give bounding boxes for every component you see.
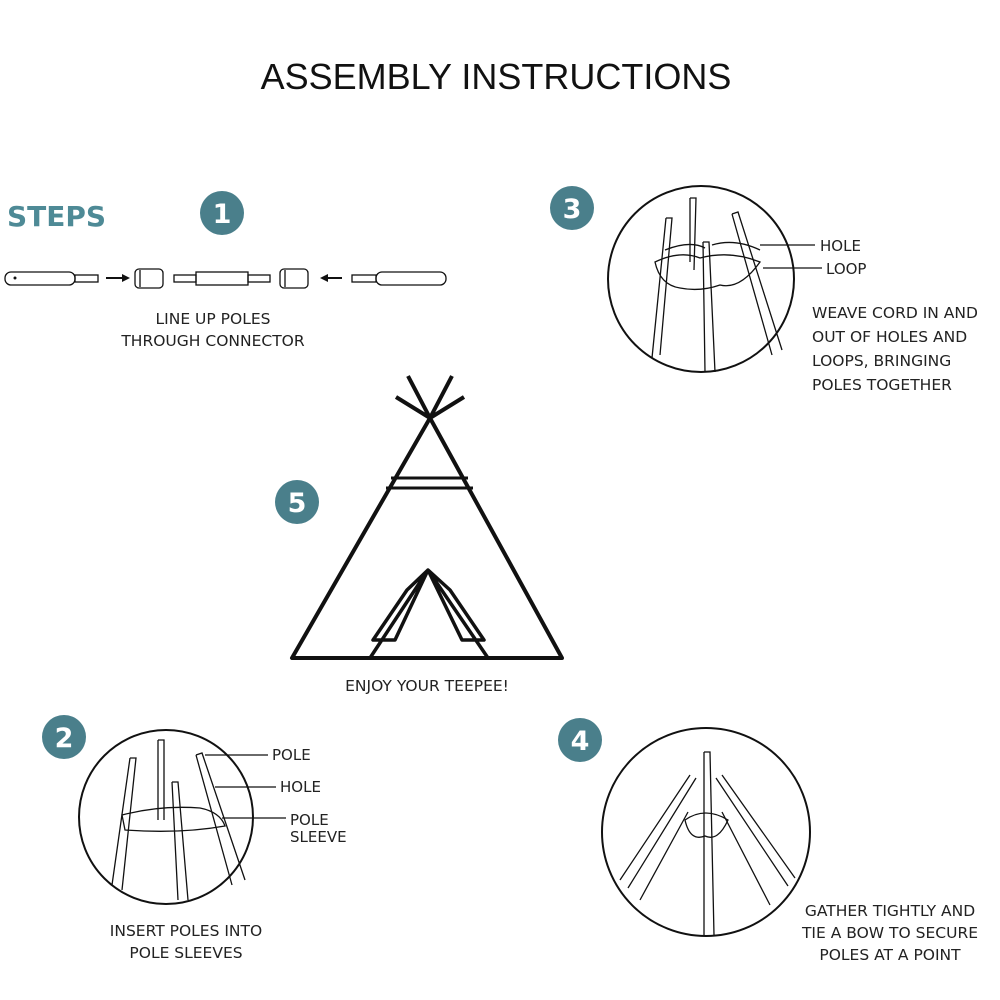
step-4-detail-circle: [601, 727, 811, 937]
pole-sleeve-label-line-1: POLE: [290, 811, 329, 829]
step-badge-2: 2: [42, 715, 86, 759]
pole-label: POLE: [272, 746, 311, 764]
step-badge-1: 1: [200, 191, 244, 235]
poles-cord-illustration: [651, 197, 822, 373]
step-3-caption-line-2: OUT OF HOLES AND: [812, 328, 967, 346]
step-5: 5 ENJOY YOUR TEEPEE!: [275, 375, 564, 695]
svg-text:1: 1: [213, 199, 232, 230]
teepee-illustration: [290, 375, 564, 660]
step-2: 2 POLE HOLE POLE SLEEVE INSERT POLES INT…: [42, 715, 347, 962]
step-1: 1 LINE UP POLES THROUGH CONNECTOR: [4, 191, 447, 350]
step-2-detail-circle: [78, 729, 254, 905]
step-1-caption-line-1: LINE UP POLES: [156, 310, 271, 328]
tied-poles-illustration: [619, 751, 796, 936]
page-title: ASSEMBLY INSTRUCTIONS: [261, 56, 732, 97]
step-badge-3: 3: [550, 186, 594, 230]
svg-text:5: 5: [288, 488, 307, 519]
poles-sleeves-illustration: [111, 739, 286, 901]
steps-heading: STEPS: [7, 200, 106, 233]
svg-text:4: 4: [571, 726, 590, 757]
pole-sleeve-label-line-2: SLEEVE: [290, 828, 347, 846]
step-2-caption-line-2: POLE SLEEVES: [129, 944, 242, 962]
loop-label: LOOP: [826, 260, 866, 278]
step-2-caption-line-1: INSERT POLES INTO: [110, 922, 262, 940]
step-3: 3 HOLE LOOP WEAVE CORD IN AND OUT OF HOL…: [550, 185, 978, 394]
step-badge-4: 4: [558, 718, 602, 762]
step-4-caption-line-2: TIE A BOW TO SECURE: [801, 924, 978, 942]
step-5-caption: ENJOY YOUR TEEPEE!: [345, 677, 509, 695]
step-badge-5: 5: [275, 480, 319, 524]
step-1-caption-line-2: THROUGH CONNECTOR: [120, 332, 305, 350]
step-3-caption-line-4: POLES TOGETHER: [812, 376, 952, 394]
svg-text:2: 2: [55, 723, 74, 754]
hole-label: HOLE: [280, 778, 321, 796]
svg-text:3: 3: [563, 194, 582, 225]
step-4-caption-line-3: POLES AT A POINT: [819, 946, 961, 964]
step-4-caption-line-1: GATHER TIGHTLY AND: [805, 902, 975, 920]
hole-label: HOLE: [820, 237, 861, 255]
step-4: 4 GATHER TIGHTLY AND TIE A BOW TO SECURE…: [558, 718, 978, 964]
pole-connector-illustration: [4, 268, 447, 289]
step-3-detail-circle: [607, 185, 795, 373]
step-3-caption-line-3: LOOPS, BRINGING: [812, 352, 951, 370]
step-3-caption-line-1: WEAVE CORD IN AND: [812, 304, 978, 322]
